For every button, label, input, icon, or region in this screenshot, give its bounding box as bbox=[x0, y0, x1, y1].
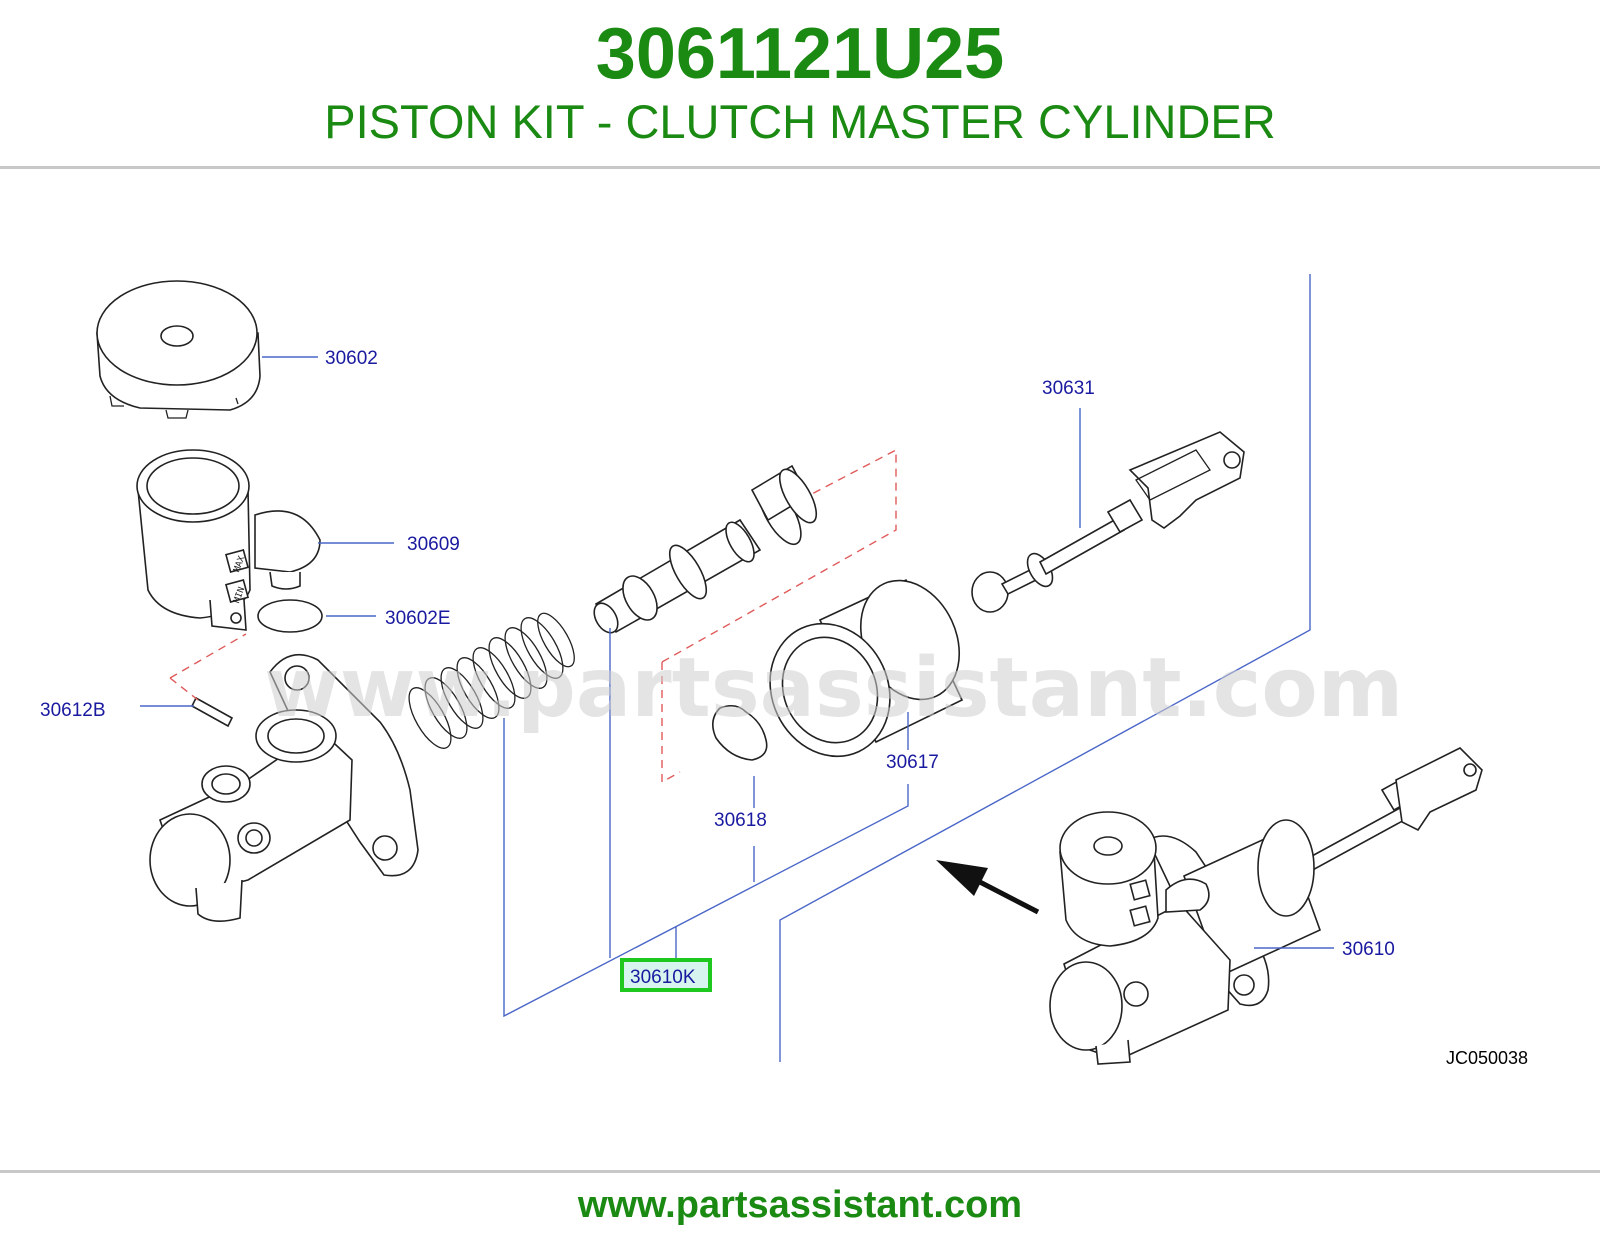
callout-30617[interactable]: 30617 bbox=[886, 752, 939, 773]
callout-30612B[interactable]: 30612B bbox=[40, 700, 106, 721]
push-rod-part bbox=[971, 431, 1245, 613]
footer-website-link[interactable]: www.partsassistant.com bbox=[577, 1184, 1023, 1226]
callout-30610K[interactable]: 30610K bbox=[630, 967, 696, 988]
header-divider bbox=[0, 166, 1600, 169]
callout-30602E[interactable]: 30602E bbox=[385, 608, 451, 629]
exploded-parts-diagram: MAX MIN bbox=[40, 274, 1528, 1068]
piston-part bbox=[593, 464, 818, 634]
master-cylinder-body-part bbox=[149, 653, 419, 922]
assembled-master-cylinder-part bbox=[1049, 747, 1483, 1065]
reservoir-part: MAX MIN bbox=[136, 449, 321, 631]
o-ring-part bbox=[257, 599, 323, 633]
callout-30602[interactable]: 30602 bbox=[325, 348, 378, 369]
watermark-text: www.partsassistant.com bbox=[264, 641, 1403, 736]
part-name-subtitle: PISTON KIT - CLUTCH MASTER CYLINDER bbox=[324, 95, 1276, 148]
leader-30610K-group bbox=[503, 628, 909, 1018]
dashed-assembly-line-left bbox=[169, 633, 247, 701]
spring-part bbox=[408, 612, 575, 749]
reservoir-cap-part bbox=[96, 280, 261, 419]
pin-part bbox=[190, 696, 234, 728]
callout-30618[interactable]: 30618 bbox=[714, 810, 767, 831]
diagram-reference-code: JC050038 bbox=[1446, 1048, 1528, 1068]
footer-divider bbox=[0, 1170, 1600, 1173]
highlight-box-30610K[interactable] bbox=[620, 958, 712, 992]
clip-ring-part bbox=[712, 704, 768, 761]
leader-assembly-bracket bbox=[779, 274, 1311, 1062]
callout-30609[interactable]: 30609 bbox=[407, 534, 460, 555]
boot-part bbox=[769, 578, 964, 758]
callout-30631[interactable]: 30631 bbox=[1042, 378, 1095, 399]
part-number-title: 3061121U25 bbox=[595, 14, 1005, 94]
dashed-assembly-line-piston bbox=[661, 448, 897, 784]
direction-arrow bbox=[936, 860, 1040, 915]
callout-30610[interactable]: 30610 bbox=[1342, 939, 1395, 960]
